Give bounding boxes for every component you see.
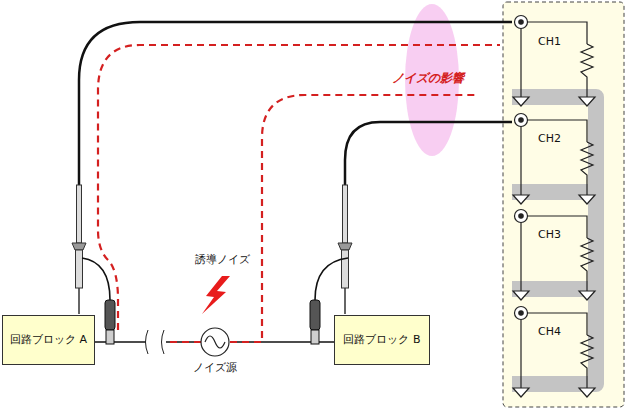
circuit-block: 回路ブロック B [334,315,430,365]
source-label: ノイズ源 [193,361,237,375]
block-label: 回路ブロック B [343,333,420,347]
channel-label: CH3 [538,228,561,241]
probe-cable [79,22,512,190]
noise-effect-label: ノイズの影響 [392,70,464,87]
wire-break [146,330,165,354]
channel-label: CH1 [538,35,561,48]
block-label: 回路ブロック A [10,333,87,347]
circuit-block: 回路ブロック A [2,315,95,365]
ac-source-symbol [200,327,230,357]
channel-label: CH2 [538,132,561,145]
noise-path [98,45,500,342]
wire-break [146,334,166,350]
oscilloscope-panel [503,2,624,407]
channel-label: CH4 [538,325,561,338]
induced-noise-label: 誘導ノイズ [195,252,250,267]
probe [72,185,352,344]
noise-source: ノイズ源 [200,327,230,357]
channel-circuits [513,16,595,398]
ground-band [512,97,596,384]
lightning-bolt [202,276,230,314]
